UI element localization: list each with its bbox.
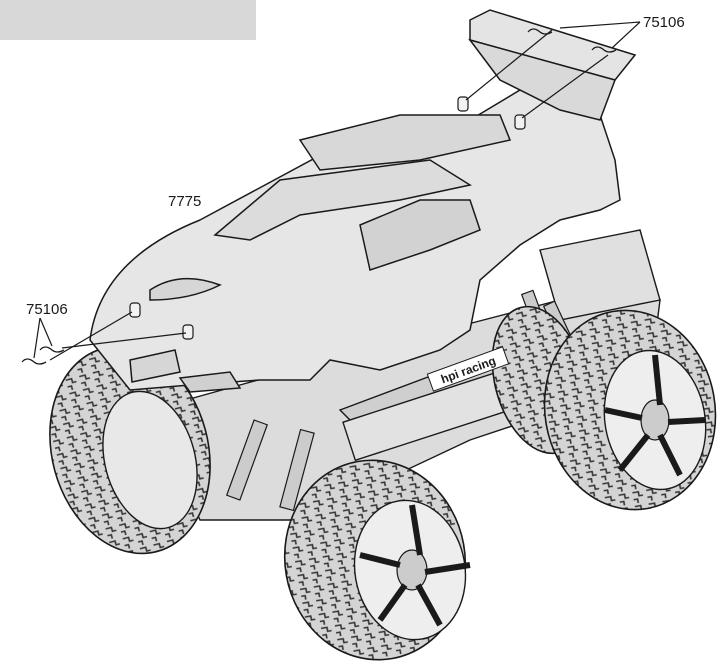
- tire-front-left: [49, 345, 211, 555]
- part-callout-body: 7775: [168, 193, 202, 210]
- header-gray-box: [0, 0, 256, 40]
- leader-lines: [33, 21, 641, 361]
- tire-rear-right: [543, 309, 717, 511]
- body-shell: [89, 89, 621, 393]
- tire-front-right: [283, 459, 471, 661]
- part-callout-front-clips: 75106: [26, 301, 68, 318]
- rear-wing: [468, 9, 637, 121]
- part-callout-wing-clips: 75106: [643, 14, 685, 31]
- body-posts: [129, 96, 526, 340]
